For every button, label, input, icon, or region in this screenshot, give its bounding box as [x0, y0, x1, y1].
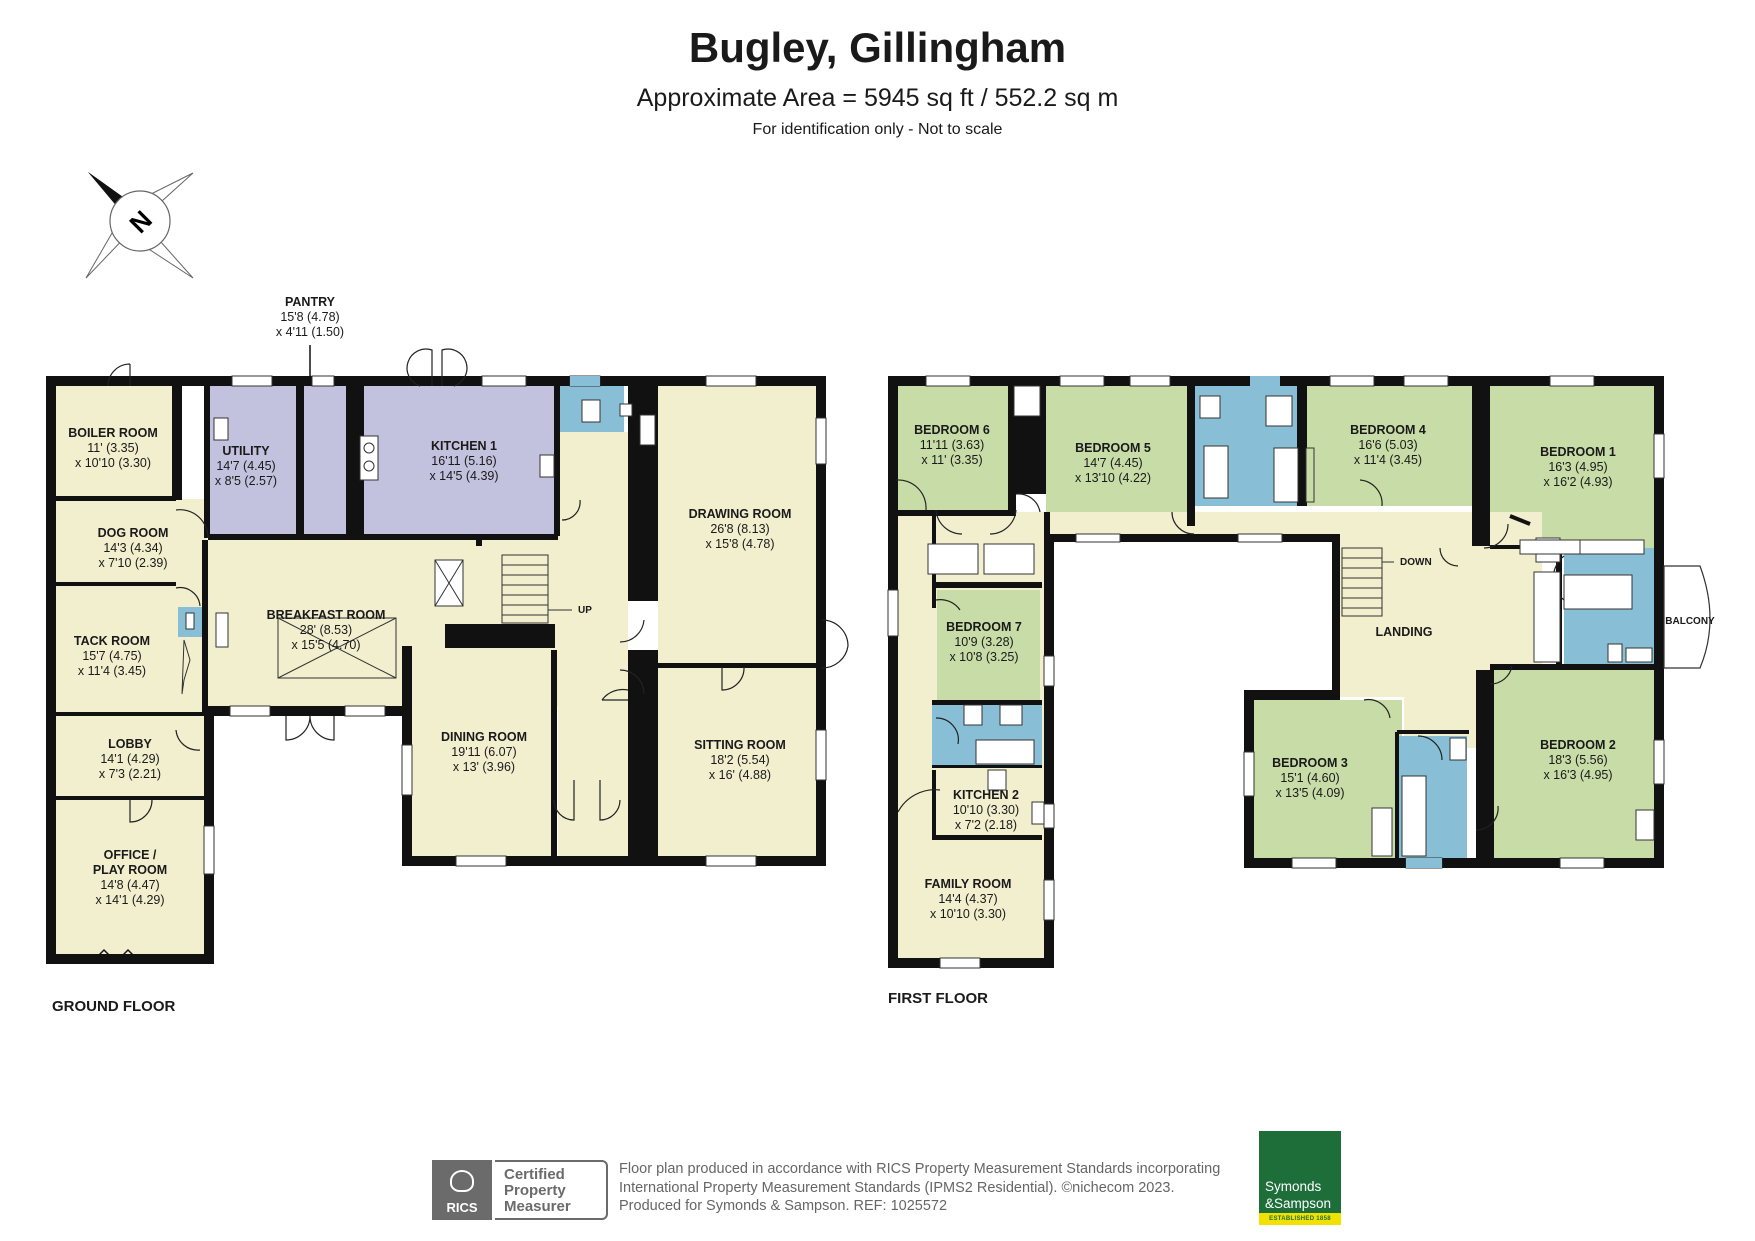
room-dimension: x 10'8 (3.25) [949, 650, 1018, 664]
room-dimension: x 13'5 (4.09) [1275, 786, 1344, 800]
room-dimension: x 13'10 (4.22) [1075, 471, 1151, 485]
symonds-sampson-logo: Symonds &Sampson ESTABLISHED 1858 [1259, 1131, 1341, 1225]
room-name: SITTING ROOM [694, 738, 786, 752]
lion-icon [450, 1170, 474, 1192]
room-dimension: x 10'10 (3.30) [930, 907, 1006, 921]
room-dimension: x 11'4 (3.45) [78, 664, 146, 678]
room-name: UTILITY [222, 444, 270, 458]
room-dimension: 18'3 (5.56) [1548, 753, 1607, 767]
room-name: PLAY ROOM [93, 863, 167, 877]
room-dimension: 18'2 (5.54) [710, 753, 769, 767]
room-name: BALCONY [1665, 616, 1715, 627]
room-dimension: x 15'5 (4.70) [291, 638, 360, 652]
room-name: LOBBY [108, 737, 152, 751]
room-dimension: x 11'4 (3.45) [1354, 453, 1422, 467]
room-dimension: 26'8 (8.13) [710, 522, 769, 536]
rics-badge-text: RICS [446, 1200, 478, 1215]
footer-disclaimer: Floor plan produced in accordance with R… [619, 1160, 1220, 1216]
room-dimension: x 13' (3.96) [453, 760, 515, 774]
first-floor-label: FIRST FLOOR [888, 990, 988, 1007]
room-dimension: x 16' (4.88) [709, 768, 771, 782]
room-name: BEDROOM 7 [946, 620, 1022, 634]
room-dimension: 14'7 (4.45) [1083, 456, 1142, 470]
room-name: BREAKFAST ROOM [267, 608, 386, 622]
first-stairs-label: DOWN [1400, 557, 1432, 568]
rics-cert-line: Property [504, 1182, 566, 1199]
room-dimension: 16'3 (4.95) [1548, 460, 1607, 474]
rics-certified-text: Certified Property Measurer [495, 1160, 608, 1220]
room-dimension: x 15'8 (4.78) [705, 537, 774, 551]
rics-badge: RICS [432, 1160, 492, 1220]
footer-line: International Property Measurement Stand… [619, 1179, 1175, 1196]
room-dimension: x 8'5 (2.57) [215, 474, 277, 488]
room-dimension: 15'1 (4.60) [1280, 771, 1339, 785]
room-name: PANTRY [285, 295, 336, 309]
room-dimension: x 16'2 (4.93) [1543, 475, 1612, 489]
room-dimension: x 11' (3.35) [921, 453, 982, 467]
room-dimension: 11'11 (3.63) [920, 438, 984, 452]
room-dimension: x 7'10 (2.39) [98, 556, 167, 570]
room-dimension: 19'11 (6.07) [451, 745, 516, 759]
compass-icon: N [85, 172, 194, 279]
room-name: BOILER ROOM [68, 426, 158, 440]
room-dimension: 15'7 (4.75) [82, 649, 141, 663]
room-dimension: 10'10 (3.30) [953, 803, 1019, 817]
room-dimension: 14'8 (4.47) [100, 878, 159, 892]
page-title: Bugley, Gillingham [688, 24, 1067, 71]
room-name: DOG ROOM [98, 526, 169, 540]
brand-line: Symonds [1265, 1179, 1322, 1194]
room-name: OFFICE / [104, 848, 157, 862]
room-name: BEDROOM 3 [1272, 756, 1348, 770]
footer-line: Produced for Symonds & Sampson. REF: 102… [619, 1198, 948, 1214]
scale-note: For identification only - Not to scale [752, 121, 1003, 138]
brand-line: &Sampson [1265, 1196, 1332, 1211]
room-name: DRAWING ROOM [689, 507, 792, 521]
room-name: TACK ROOM [74, 634, 150, 648]
room-name: DINING ROOM [441, 730, 527, 744]
room-name: BEDROOM 1 [1540, 445, 1616, 459]
room-name: BEDROOM 6 [914, 423, 990, 437]
room-name: BEDROOM 2 [1540, 738, 1616, 752]
room-dimension: 15'8 (4.78) [280, 310, 339, 324]
room-dimension: x 10'10 (3.30) [75, 456, 151, 470]
room-dimension: 10'9 (3.28) [954, 635, 1013, 649]
room-dimension: x 4'11 (1.50) [276, 325, 344, 339]
footer-line: Floor plan produced in accordance with R… [619, 1161, 1221, 1177]
room-dimension: x 7'2 (2.18) [955, 818, 1017, 832]
room-name: KITCHEN 1 [431, 439, 497, 453]
ground-floor-label: GROUND FLOOR [52, 998, 176, 1015]
room-name: FAMILY ROOM [925, 877, 1012, 891]
ground-floor-plan: UP PANTRY 15'8 (4.78) [46, 295, 849, 964]
room-name: BEDROOM 4 [1350, 423, 1426, 437]
room-dimension: 16'6 (5.03) [1358, 438, 1417, 452]
room-name: BEDROOM 5 [1075, 441, 1151, 455]
room-dimension: 16'11 (5.16) [431, 454, 496, 468]
room-dimension: 14'7 (4.45) [216, 459, 275, 473]
room-dimension: x 14'5 (4.39) [429, 469, 498, 483]
rics-cert-line: Certified [504, 1166, 565, 1183]
rics-logo: RICS Certified Property Measurer [432, 1160, 608, 1220]
room-name: KITCHEN 2 [953, 788, 1019, 802]
room-dimension: 11' (3.35) [87, 441, 139, 455]
room-dimension: 14'4 (4.37) [938, 892, 997, 906]
room-dimension: 14'3 (4.34) [103, 541, 162, 555]
ground-stairs-label: UP [578, 605, 592, 616]
rics-cert-line: Measurer [504, 1198, 571, 1215]
first-floor-plan: DOWN [887, 375, 1715, 969]
brand-established: ESTABLISHED 1858 [1259, 1213, 1341, 1225]
room-dimension: x 16'3 (4.95) [1543, 768, 1612, 782]
room-name: LANDING [1376, 625, 1433, 639]
room-dimension: x 14'1 (4.29) [95, 893, 164, 907]
approximate-area: Approximate Area = 5945 sq ft / 552.2 sq… [636, 84, 1119, 112]
room-dimension: 14'1 (4.29) [100, 752, 159, 766]
room-dimension: 28' (8.53) [300, 623, 352, 637]
room-dimension: x 7'3 (2.21) [99, 767, 161, 781]
